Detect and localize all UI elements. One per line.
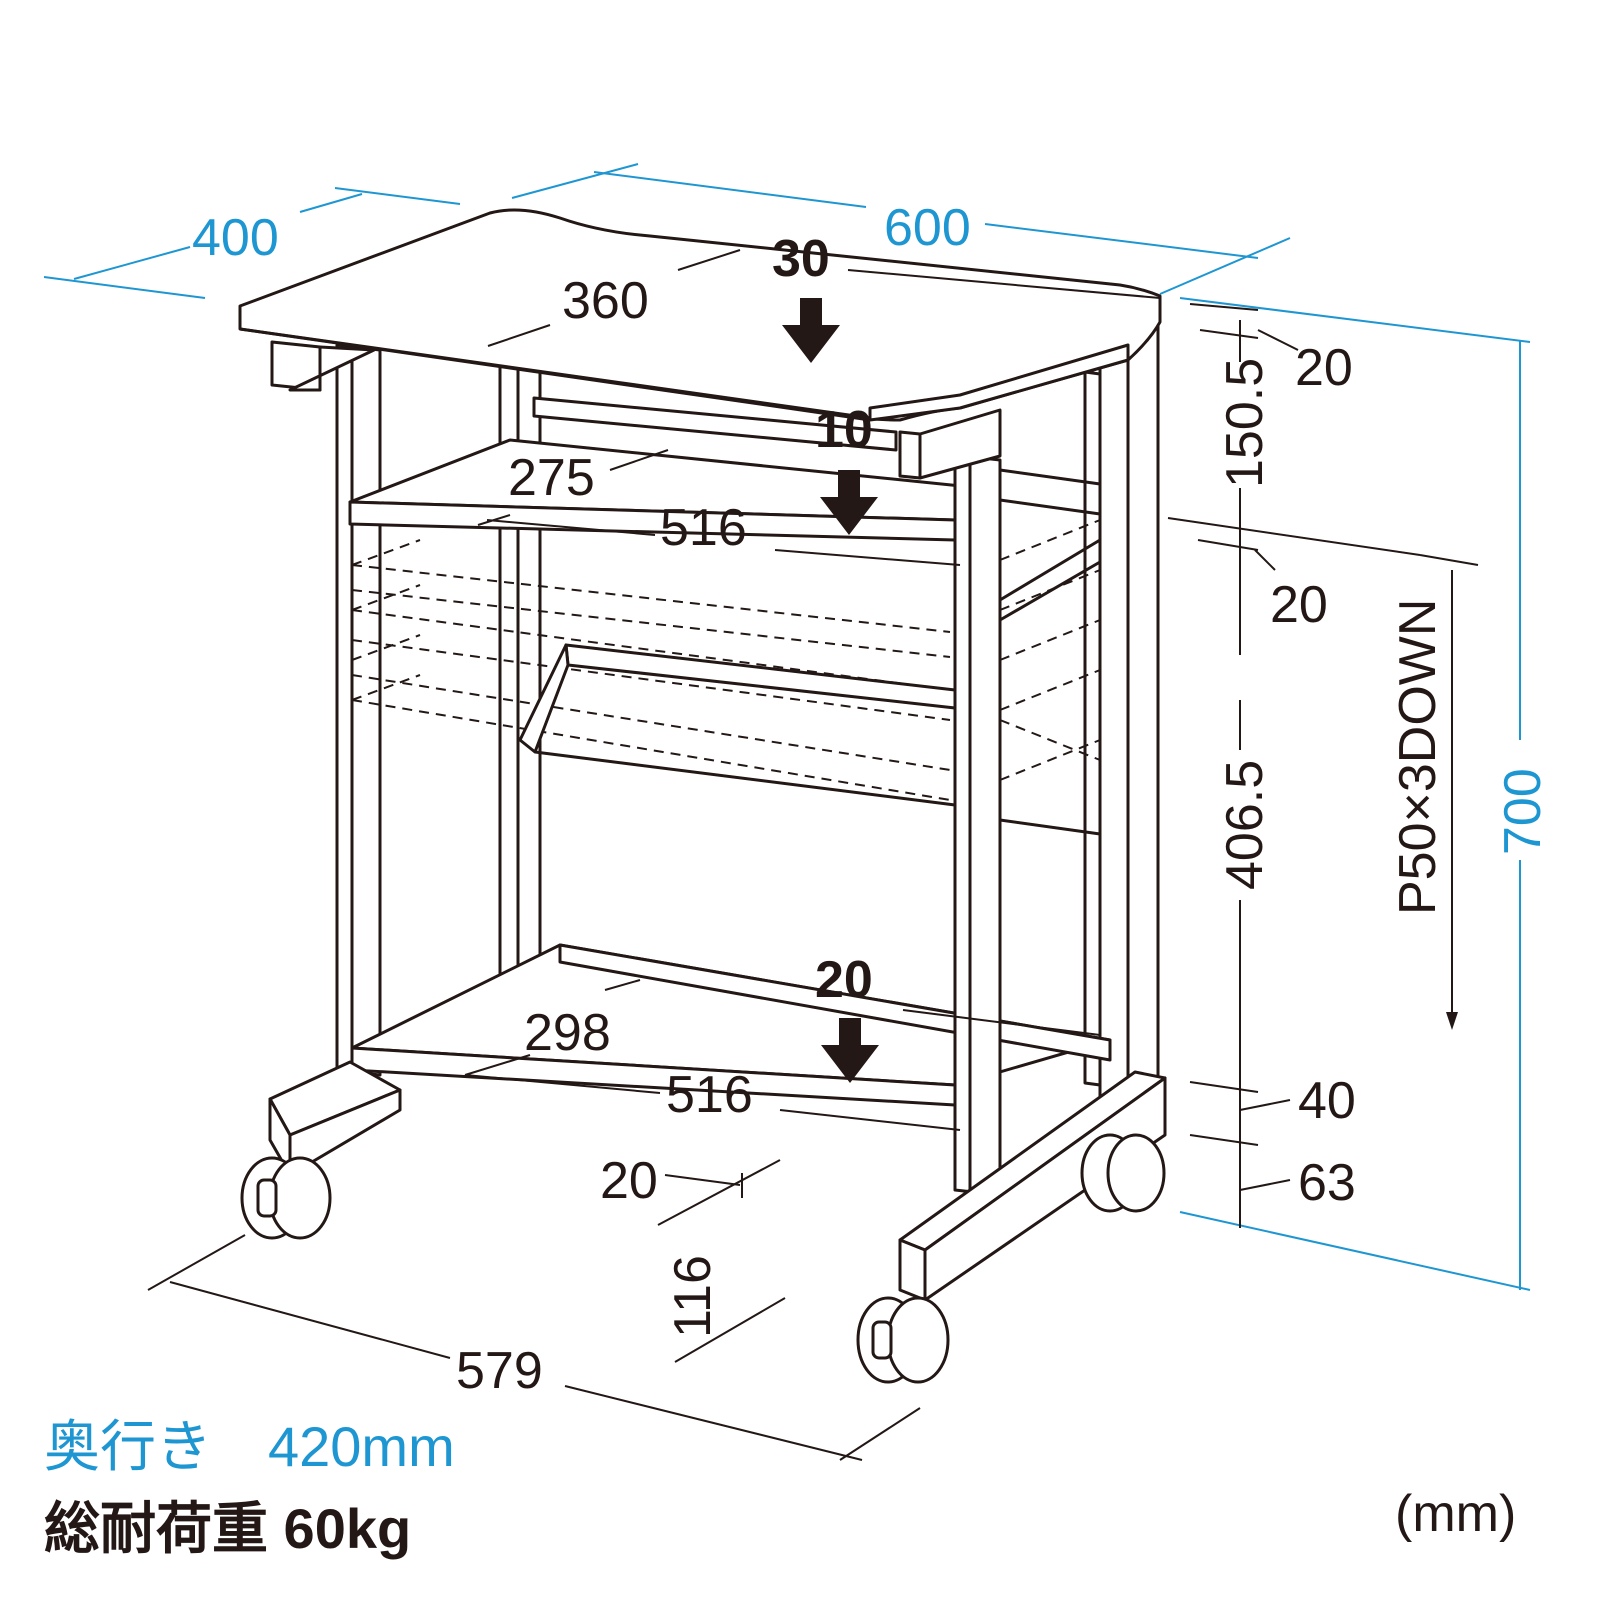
bar-height-label: 20 (600, 1152, 658, 1210)
top-width-label: 600 (884, 199, 971, 257)
down-arrow-icon (821, 1018, 879, 1083)
top-thickness-label: 20 (1295, 339, 1353, 397)
top-depth-label: 400 (192, 209, 279, 267)
caster-front-left (240, 1156, 332, 1240)
bottom-depth-label: 298 (524, 1004, 611, 1062)
dark-dimension-lines (147, 249, 1479, 1461)
base-width-label: 579 (456, 1342, 543, 1400)
adjust-range-label: P50×3DOWN (1389, 599, 1447, 915)
blue-dimension-lines (43, 163, 1531, 1291)
base-depth-label: 116 (664, 1255, 722, 1338)
caster-front-right (856, 1296, 950, 1384)
cart-structure (238, 208, 1167, 1302)
bottom-width-label: 516 (666, 1066, 753, 1124)
upper-gap-label: 150.5 (1216, 358, 1274, 488)
keyboard-depth-label: 275 (508, 449, 595, 507)
load-capacity-caption: 総耐荷重 60kg (44, 1497, 412, 1560)
caster-height-label: 63 (1298, 1154, 1356, 1212)
bottom-shelf-height-label: 40 (1298, 1072, 1356, 1130)
unit-caption: (mm) (1395, 1485, 1517, 1543)
depth-caption: 奥行き 420mm (44, 1415, 455, 1478)
top-shelf-depth-label: 360 (562, 272, 649, 330)
caster-back-right (1080, 1133, 1166, 1213)
total-height-label: 700 (1494, 768, 1552, 855)
middle-gap-label: 406.5 (1216, 760, 1274, 890)
keyboard-load-label: 10 (815, 401, 873, 459)
load-arrow-icons (782, 298, 879, 1083)
down-arrow-icon (820, 470, 878, 535)
down-arrow-icon (782, 298, 840, 363)
keyboard-width-label: 516 (660, 499, 747, 557)
top-load-label: 30 (772, 230, 830, 288)
shelf-thickness-label: 20 (1270, 576, 1328, 634)
bottom-load-label: 20 (815, 951, 873, 1009)
